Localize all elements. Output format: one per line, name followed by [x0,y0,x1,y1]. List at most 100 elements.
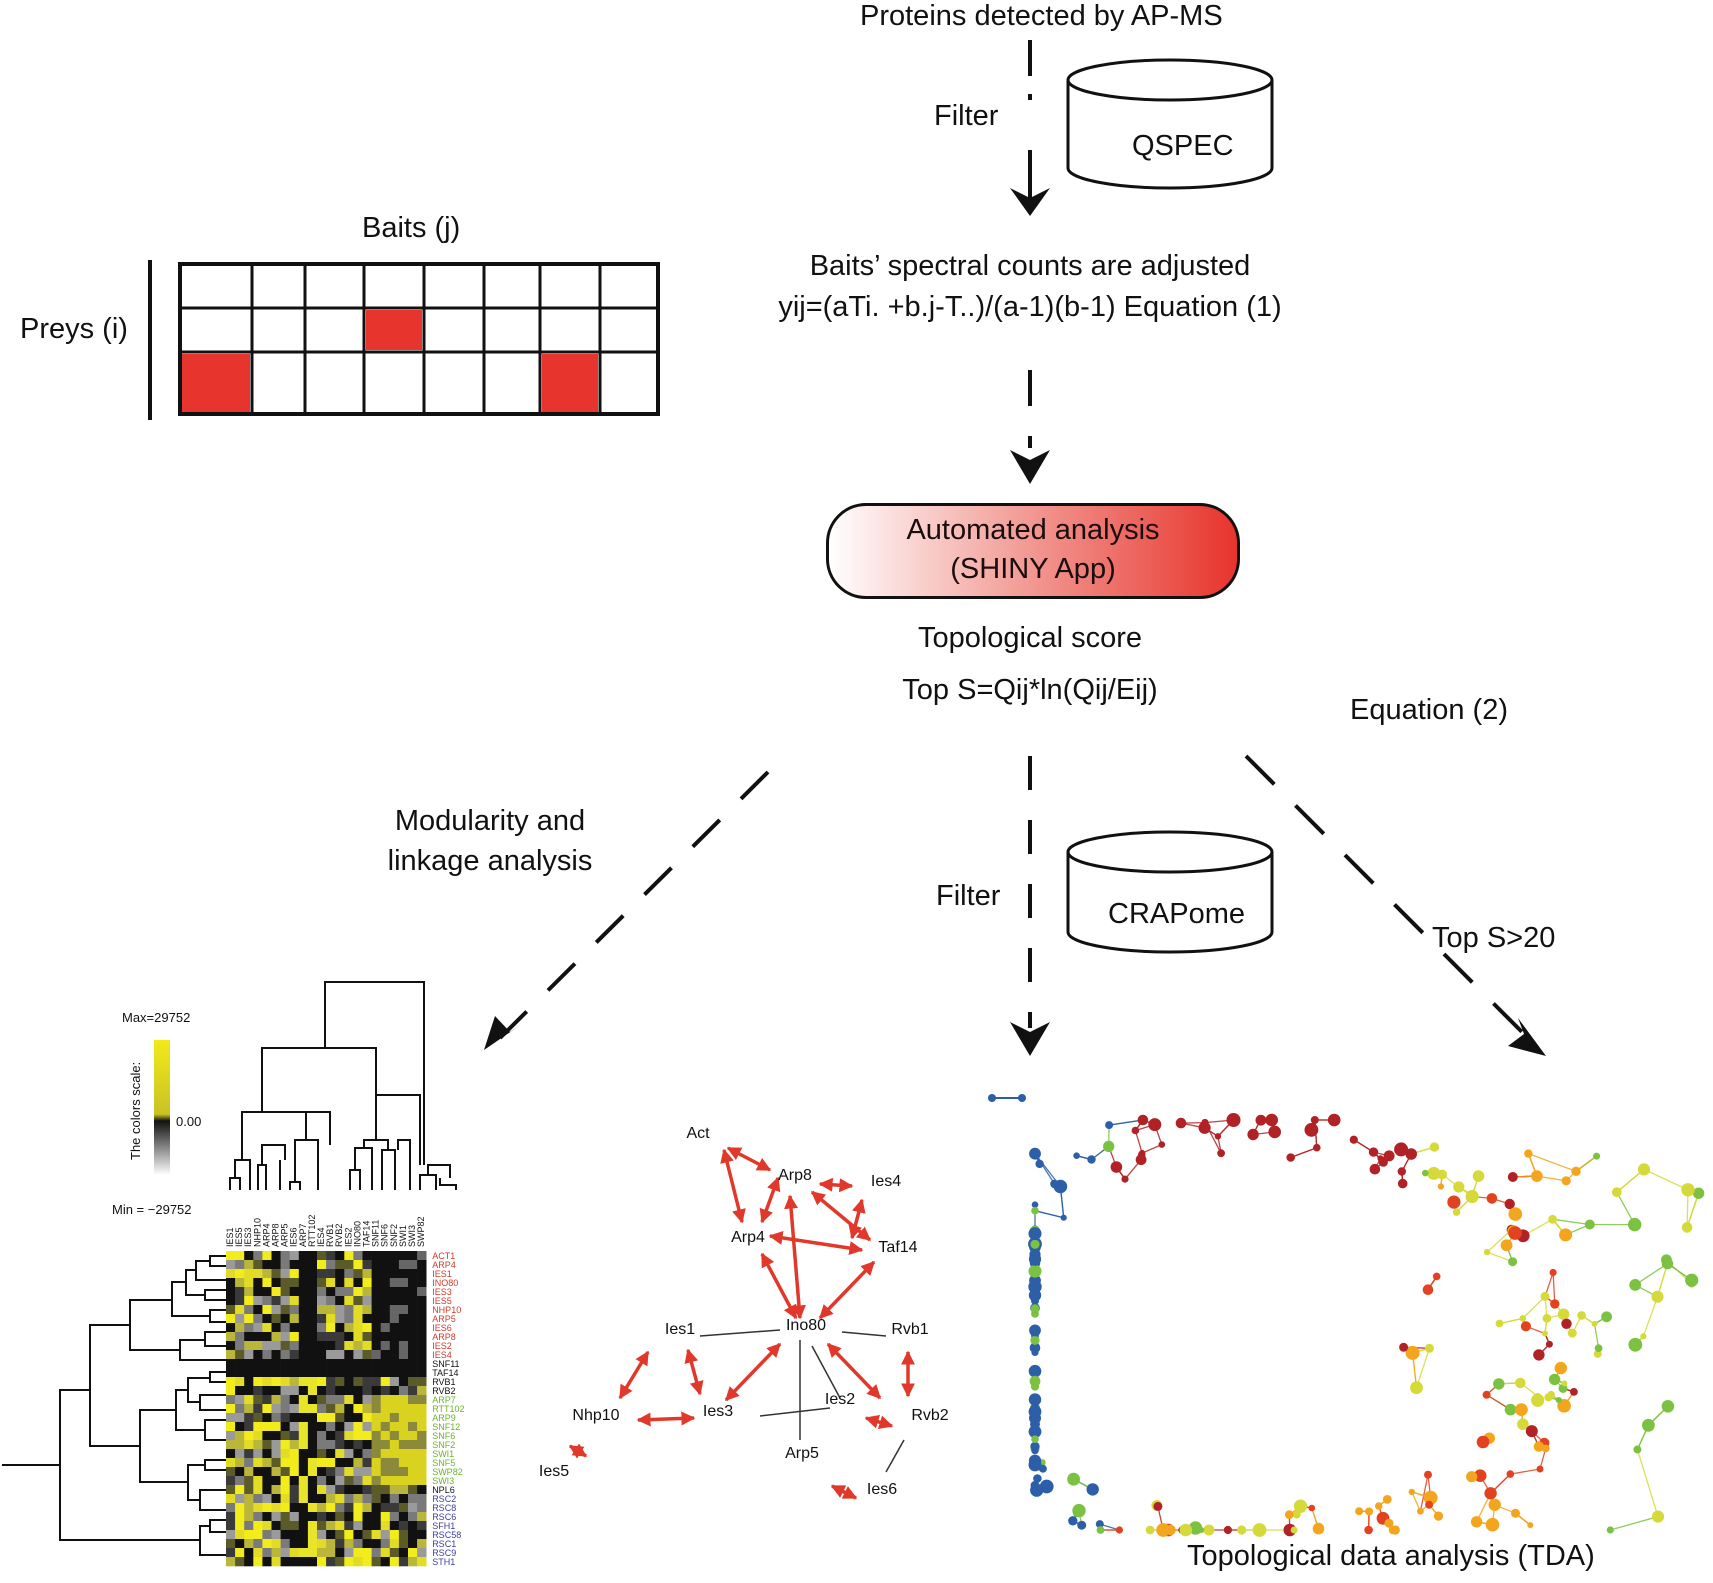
highlighted-cell [366,310,422,350]
heatmap-cell [408,1359,418,1369]
tda-edge [1634,1263,1668,1286]
row-dendrogram-branch [209,1309,226,1323]
heatmap-cell [280,1251,290,1261]
heatmap-cell [235,1521,245,1531]
column-dendrogram-branch [349,1169,361,1190]
heatmap-cell [371,1269,381,1279]
heatmap-cell [398,1539,409,1549]
heatmap-cell [289,1557,300,1567]
heatmap-cell [389,1476,400,1486]
heatmap-cell [226,1287,236,1297]
heatmap-cell [253,1260,263,1270]
heatmap-cell [271,1305,281,1315]
heatmap-cell [298,1485,309,1495]
heatmap-cell [289,1251,300,1261]
tda-node [1313,1143,1321,1152]
heatmap-cell [271,1350,281,1360]
heatmap-cell [335,1323,345,1333]
heatmap-cell [271,1359,281,1369]
heatmap-cell [353,1314,363,1324]
heatmap-cell [280,1458,290,1468]
heatmap-cell [371,1422,381,1432]
heatmap-cell [326,1476,336,1486]
heatmap-cell [398,1287,409,1297]
heatmap-cell [362,1296,372,1306]
heatmap-cell [317,1341,327,1351]
heatmap-cell [253,1521,263,1531]
heatmap-cell [326,1368,336,1378]
heatmap-cell [380,1503,391,1513]
arrowhead-crapome [1010,1022,1050,1056]
tda-node [1158,1141,1166,1148]
heatmap-cell [362,1431,372,1441]
heatmap-cell [289,1332,300,1342]
heatmap-cell [280,1413,290,1423]
heatmap-cell [362,1341,372,1351]
tda-node [1310,1116,1319,1124]
tda-node [1540,1291,1550,1301]
heatmap-cell [362,1377,372,1387]
heatmap-col-label: NHP10 [252,1218,262,1247]
heatmap-zero-label: 0.00 [176,1114,202,1129]
heatmap-cell [289,1413,300,1423]
heatmap-cell [280,1476,290,1486]
heatmap-cell [253,1323,263,1333]
heatmap-cell [280,1404,290,1414]
tda-node [1029,1324,1041,1337]
tda-node [1472,1170,1485,1182]
heatmap-cell [262,1413,272,1423]
heatmap-cell [417,1404,427,1414]
tda-edge [1290,1147,1318,1159]
heatmap-cell [398,1494,409,1504]
heatmap-cell [335,1287,345,1297]
heatmap-cell [408,1548,418,1558]
tda-node [1368,1147,1379,1157]
column-dendrogram-branch [261,1047,377,1112]
heatmap-cell [226,1494,236,1504]
interaction-arrow [784,1194,806,1320]
tda-node [1554,1361,1568,1375]
heatmap-cell [344,1512,354,1522]
heatmap-cell [271,1269,281,1279]
heatmap-cell [326,1422,336,1432]
heatmap-cell [408,1530,418,1540]
heatmap-cell [362,1422,372,1432]
heatmap-cell [244,1296,254,1306]
heatmap-col-label: IES4 [316,1227,326,1247]
heatmap-cell [262,1260,272,1270]
heatmap-row-label: NPL6 [432,1485,455,1495]
heatmap-cell [326,1485,336,1495]
matrix-border [178,262,660,416]
heatmap-cell [344,1305,354,1315]
heatmap-cell [380,1287,391,1297]
network-node-label: Arp4 [731,1229,765,1246]
heatmap-cell [307,1521,318,1531]
heatmap-cell [226,1503,236,1513]
heatmap-cell [326,1260,336,1270]
heatmap-cell [317,1557,327,1567]
heatmap-cell [307,1251,318,1261]
heatmap-cell [317,1359,327,1369]
heatmap-cell [271,1368,281,1378]
heatmap-cell [380,1260,391,1270]
heatmap-cell [398,1269,409,1279]
tda-node [1203,1524,1215,1536]
tda-node [1545,1340,1553,1348]
heatmap-cell [317,1386,327,1396]
heatmap-cell [380,1305,391,1315]
heatmap-cell [289,1278,300,1288]
network-node-label: Ies4 [871,1173,901,1190]
heatmap-cell [317,1395,327,1405]
heatmap-cell [317,1296,327,1306]
heatmap-cell [335,1476,345,1486]
heatmap-cell [371,1467,381,1477]
heatmap-cell [371,1296,381,1306]
heatmap-cell [398,1395,409,1405]
tda-node [1096,1526,1105,1534]
heatmap-cell [335,1404,345,1414]
heatmap-cell [289,1494,300,1504]
heatmap-cell [289,1368,300,1378]
column-dendrogram-branch [234,1159,251,1178]
heatmap-col-label: RVB1 [325,1224,335,1247]
